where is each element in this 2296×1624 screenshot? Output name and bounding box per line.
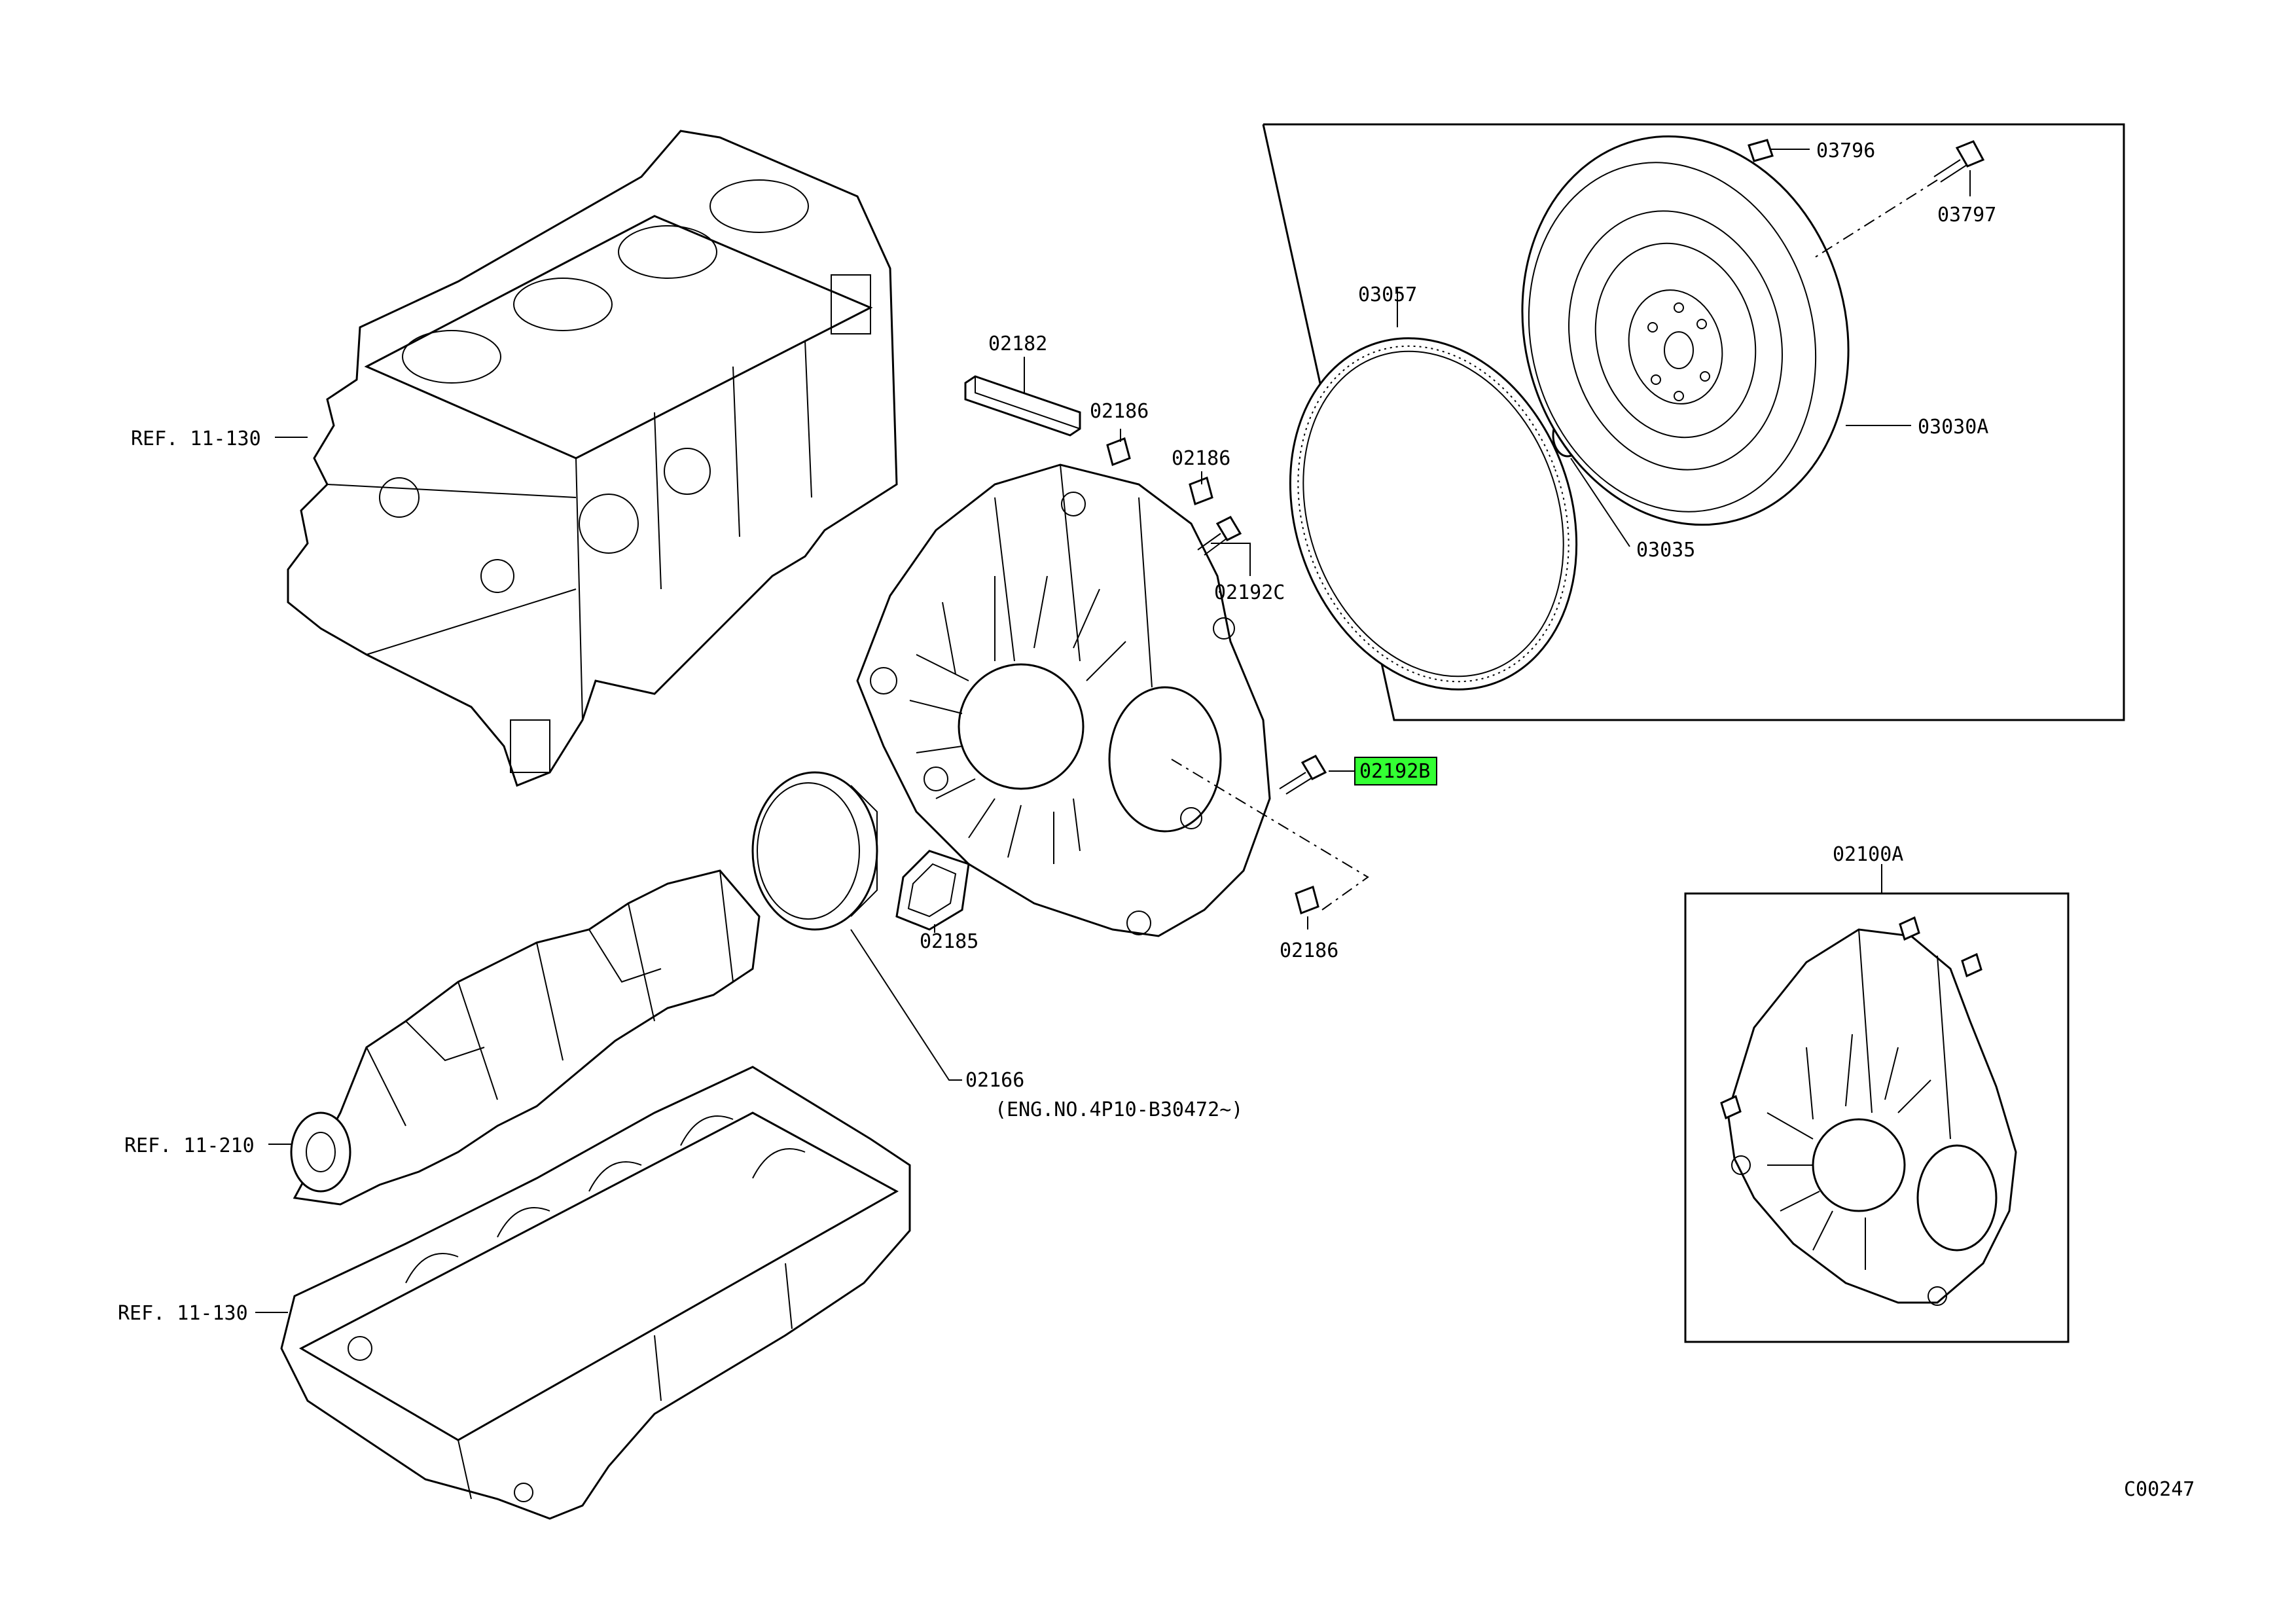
bolt-02192b-illustration xyxy=(1279,755,1327,795)
gasket-illustration xyxy=(895,850,970,931)
bolt-02192c-illustration xyxy=(1197,516,1242,556)
dowel-03796-illustration xyxy=(1748,139,1774,162)
part-label-02185[interactable]: 02185 xyxy=(920,930,978,953)
oil-seal-illustration xyxy=(751,771,878,931)
part-label-02186-a[interactable]: 02186 xyxy=(1090,400,1149,423)
part-label-03035[interactable]: 03035 xyxy=(1636,539,1695,562)
part-label-03796[interactable]: 03796 xyxy=(1816,139,1875,162)
part-label-02192b-highlight xyxy=(1354,757,1437,785)
flywheel-illustration xyxy=(1521,135,1850,526)
key-illustration xyxy=(964,375,1081,437)
leader-lines xyxy=(255,149,1971,1313)
lower-crankcase-illustration xyxy=(280,1066,911,1520)
ref-label-block-lower: REF. 11-130 xyxy=(118,1302,248,1325)
part-label-02192b[interactable]: 02192B xyxy=(1359,760,1430,783)
part-label-03797[interactable]: 03797 xyxy=(1937,204,1996,226)
ring-gear-illustration xyxy=(1289,337,1578,691)
rear-plate-illustration xyxy=(856,463,1271,937)
rear-plate-assy-frame xyxy=(1684,892,2070,1343)
bolt-03797-illustration xyxy=(1812,140,1985,259)
alignment-centerline xyxy=(1171,759,1369,911)
part-label-02186-c[interactable]: 02186 xyxy=(1280,939,1338,962)
part-label-02166-note: (ENG.NO.4P10-B30472∼) xyxy=(995,1098,1243,1121)
diagram-code: C00247 xyxy=(2124,1478,2195,1501)
part-label-02166[interactable]: 02166 xyxy=(965,1069,1024,1092)
dowel-pin-c-illustration xyxy=(1295,886,1319,914)
ref-label-crankshaft: REF. 11-210 xyxy=(124,1134,255,1157)
rear-plate-assy-illustration xyxy=(1720,916,2017,1306)
part-label-02182[interactable]: 02182 xyxy=(988,333,1047,355)
crankshaft-illustration xyxy=(290,869,761,1206)
ref-label-block-upper: REF. 11-130 xyxy=(131,427,261,450)
part-label-03057[interactable]: 03057 xyxy=(1358,283,1417,306)
part-label-03030a[interactable]: 03030A xyxy=(1918,416,1988,439)
engine-block-upper-illustration xyxy=(287,130,898,787)
part-label-02100a[interactable]: 02100A xyxy=(1833,843,1903,866)
dowel-pin-a-illustration xyxy=(1106,437,1131,466)
part-label-02186-b[interactable]: 02186 xyxy=(1172,447,1230,470)
part-label-02192c[interactable]: 02192C xyxy=(1214,581,1285,604)
